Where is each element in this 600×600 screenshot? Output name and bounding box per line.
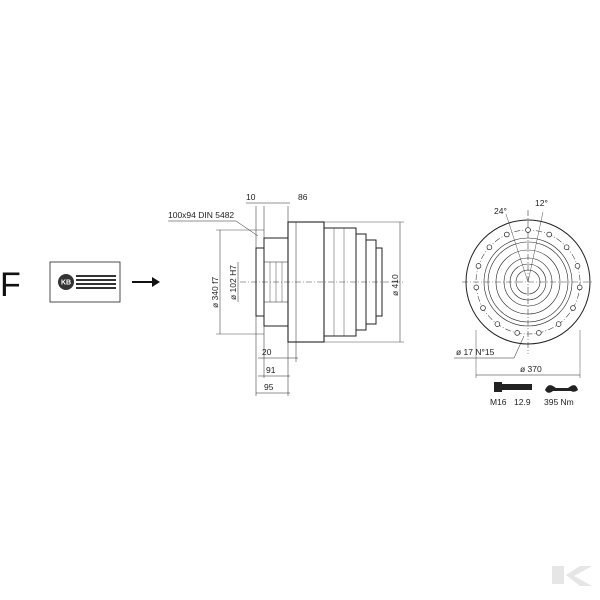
splined-shaft-icon [76, 275, 116, 289]
dim-dia-410: ø 410 [390, 274, 400, 296]
bolt-hole [576, 284, 583, 291]
bolt-holes [473, 227, 583, 336]
dim-91: 91 [266, 365, 276, 375]
wrench-icon [545, 385, 578, 393]
dim-dia-102: ø 102 H7 [228, 265, 238, 300]
bolt-grade: 12.9 [514, 397, 531, 407]
pcd-dim: ø 370 [520, 364, 542, 374]
dim-86: 86 [298, 192, 308, 202]
brand-logo [552, 566, 592, 586]
bolt-hole [525, 227, 531, 233]
dim-10: 10 [246, 192, 256, 202]
side-view-dimensions: 10 86 100x94 DIN 5482 ø 340 f7 ø 102 H7 … [168, 192, 404, 396]
dim-20: 20 [262, 347, 272, 357]
side-view [240, 221, 405, 343]
series-letter: F [0, 266, 21, 304]
arrow-right-icon [132, 277, 160, 287]
kb-circle-icon [58, 274, 74, 290]
bolt-hole [504, 231, 510, 238]
bolt-hole [563, 244, 570, 250]
coupling-badge: KB [49, 261, 121, 303]
dim-dia-340: ø 340 f7 [210, 277, 220, 308]
tightening-torque: 395 Nm [544, 397, 574, 407]
bolt-hole [486, 244, 493, 250]
bolt-hole [475, 263, 482, 269]
angle-12: 12° [535, 198, 548, 208]
bolt-hole [494, 321, 501, 327]
coupling-badge-label: KB [61, 280, 71, 287]
hole-spec: ø 17 N°15 [456, 347, 495, 357]
bolt-size: M16 [490, 397, 507, 407]
bolt-hole [480, 305, 486, 311]
bolt-hole [555, 321, 562, 327]
bolt-hole [546, 231, 552, 238]
bolt-icon [494, 382, 532, 392]
front-view: 24° 12° ø 17 N°15 ø 370 [454, 198, 594, 378]
dim-95: 95 [264, 382, 274, 392]
spline-spec: 100x94 DIN 5482 [168, 210, 234, 220]
bolt-hole [473, 284, 480, 291]
bolt-hole [514, 330, 520, 336]
bolt-hole [574, 263, 581, 269]
bolt-hole [570, 305, 576, 311]
angle-24: 24° [494, 206, 507, 216]
bolt-hole [536, 330, 542, 336]
